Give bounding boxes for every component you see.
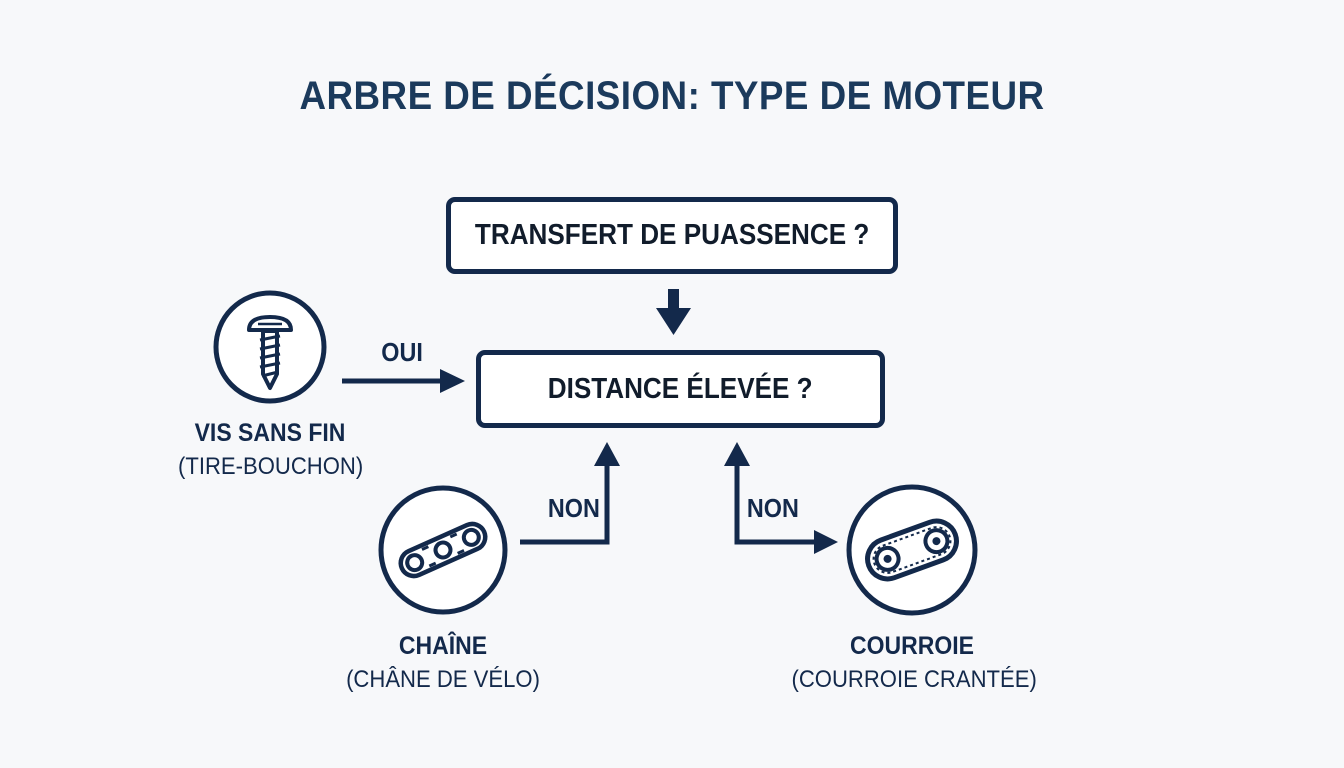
arrow-oui	[342, 369, 465, 393]
edge-label-non-right: NON	[746, 493, 799, 523]
edge-label-non-left: NON	[547, 493, 600, 523]
question-long-distance-text: DISTANCE ÉLEVÉE ?	[548, 372, 813, 405]
arrow-non-right	[724, 442, 838, 554]
question-box-long-distance: DISTANCE ÉLEVÉE ?	[476, 350, 885, 428]
diagram-title: ARBRE DE DÉCISION: TYPE DE MOTEUR	[299, 74, 1045, 118]
option-detail-worm-screw: (TIRE-BOUCHON)	[178, 453, 364, 480]
arrow-top-to-mid	[656, 289, 691, 335]
option-name-belt: COURROIE	[850, 632, 974, 660]
question-box-power-transfer: TRANSFERT DE PUASSENCE ?	[446, 197, 898, 274]
option-name-chain: CHAÎNE	[398, 632, 488, 660]
option-detail-belt: (COURROIE CRANTÉE)	[791, 666, 1037, 693]
edge-label-oui: OUI	[381, 337, 423, 367]
arrow-non-left	[520, 442, 620, 545]
toothed-belt-icon	[846, 484, 978, 616]
option-caption-worm-screw: VIS SANS FIN (TIRE-BOUCHON)	[170, 417, 370, 483]
option-caption-chain: CHAÎNE (CHÂNE DE VÉLO)	[323, 630, 563, 696]
bike-chain-icon	[378, 485, 508, 615]
question-power-transfer-text: TRANSFERT DE PUASSENCE ?	[474, 219, 870, 251]
option-caption-belt: COURROIE (COURROIE CRANTÉE)	[781, 630, 1043, 696]
option-detail-chain: (CHÂNE DE VÉLO)	[346, 666, 540, 693]
option-name-worm-screw: VIS SANS FIN	[194, 419, 346, 447]
screw-icon	[213, 290, 327, 404]
